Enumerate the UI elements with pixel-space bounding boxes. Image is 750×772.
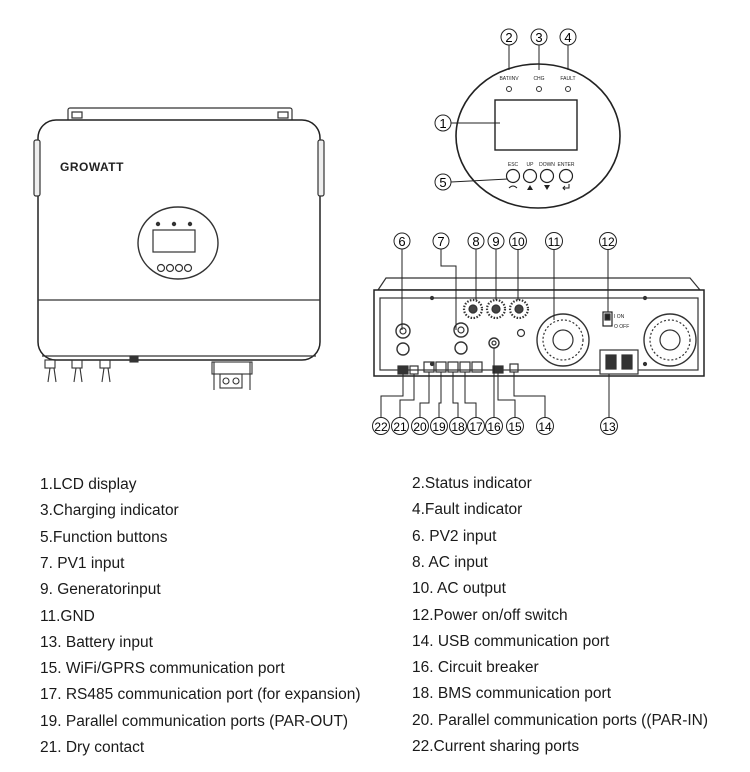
svg-text:16: 16 (487, 420, 501, 434)
svg-text:15: 15 (508, 420, 522, 434)
svg-text:10: 10 (511, 235, 525, 249)
legend-item-17: 17. RS485 communication port (for expans… (40, 686, 361, 703)
callout-9: 9 (487, 232, 505, 250)
switch-on-label: I ON (614, 314, 625, 320)
callout-11: 11 (545, 232, 563, 250)
legend-item-12: 12.Power on/off switch (412, 607, 568, 624)
switch-labels: I ON O OFF (614, 314, 629, 330)
esc-button (505, 168, 521, 184)
callout-22: 22 (372, 417, 390, 435)
callout-19: 19 (430, 417, 448, 435)
esc-label: ESC (508, 162, 519, 168)
legend-item-11: 11.GND (40, 608, 95, 625)
legend-item-14: 14. USB communication port (412, 633, 610, 650)
svg-text:18: 18 (451, 420, 465, 434)
lcd-screen (494, 99, 578, 151)
svg-text:14: 14 (538, 420, 552, 434)
brand-logo: GROWATT (60, 160, 124, 174)
down-button (539, 168, 555, 184)
callout-4: 4 (559, 28, 577, 46)
svg-text:20: 20 (413, 420, 427, 434)
chg-label: CHG (533, 76, 544, 82)
legend-item-6: 6. PV2 input (412, 528, 497, 545)
switch-off-label: O OFF (614, 324, 629, 330)
callout-5: 5 (434, 173, 452, 191)
up-arrow-icon (527, 185, 533, 190)
bat-inv-label: BAT/INV (499, 76, 519, 82)
svg-text:11: 11 (548, 235, 561, 249)
svg-text:22: 22 (374, 420, 388, 434)
legend-item-5: 5.Function buttons (40, 529, 168, 546)
callout-7: 7 (432, 232, 450, 250)
legend-item-7: 7. PV1 input (40, 555, 125, 572)
legend-item-15: 15. WiFi/GPRS communication port (40, 660, 285, 677)
control-panel-detail: BAT/INV CHG FAULT ESC UP DOWN ENTER (455, 63, 621, 209)
svg-text:7: 7 (437, 234, 444, 249)
legend-item-4: 4.Fault indicator (412, 501, 523, 518)
charging-led (536, 86, 542, 92)
callout-10: 10 (509, 232, 527, 250)
svg-text:17: 17 (469, 420, 483, 434)
up-label: UP (527, 162, 535, 168)
back-arrow-icon (508, 185, 518, 189)
front-view (33, 107, 325, 390)
legend-item-20: 20. Parallel communication ports ((PAR-I… (412, 712, 709, 729)
legend-item-18: 18. BMS communication port (412, 685, 612, 702)
svg-text:5: 5 (439, 175, 446, 190)
down-arrow-icon (544, 185, 550, 190)
legend-item-1: 1.LCD display (40, 476, 137, 493)
legend-item-16: 16. Circuit breaker (412, 659, 539, 676)
enter-label: ENTER (558, 162, 575, 168)
callout-18: 18 (449, 417, 467, 435)
callout-14: 14 (536, 417, 554, 435)
svg-text:12: 12 (601, 235, 615, 249)
legend-item-8: 8. AC input (412, 554, 488, 571)
enter-button (558, 168, 574, 184)
legend-item-13: 13. Battery input (40, 634, 153, 651)
leader-lines (380, 45, 610, 418)
callout-12: 12 (599, 232, 617, 250)
callout-2: 2 (500, 28, 518, 46)
svg-text:2: 2 (505, 30, 512, 45)
fault-label: FAULT (560, 76, 575, 82)
inverter-diagram: GROWATT BAT/INV CHG FAULT ESC UP DOWN EN… (33, 28, 705, 435)
legend-item-22: 22.Current sharing ports (412, 738, 580, 755)
callout-16: 16 (485, 417, 503, 435)
callout-3: 3 (530, 28, 548, 46)
fault-led (565, 86, 571, 92)
callout-15: 15 (506, 417, 524, 435)
callout-8: 8 (467, 232, 485, 250)
svg-text:19: 19 (432, 420, 446, 434)
callout-21: 21 (391, 417, 409, 435)
legend-item-3: 3.Charging indicator (40, 502, 179, 519)
down-label: DOWN (539, 162, 555, 168)
svg-text:9: 9 (492, 234, 499, 249)
bottom-view (373, 277, 705, 377)
callout-1: 1 (434, 114, 452, 132)
svg-text:6: 6 (398, 234, 405, 249)
callout-6: 6 (393, 232, 411, 250)
callout-17: 17 (467, 417, 485, 435)
callout-13: 13 (600, 417, 618, 435)
component-legend: 1.LCD display 2.Status indicator 3.Charg… (0, 470, 750, 770)
callout-20: 20 (411, 417, 429, 435)
svg-text:21: 21 (393, 420, 407, 434)
cooling-fans (536, 313, 697, 367)
callout-markers: 2 3 4 1 5 6 7 8 9 10 11 12 22 21 20 19 1… (372, 28, 618, 435)
svg-text:1: 1 (439, 116, 446, 131)
legend-item-10: 10. AC output (412, 580, 506, 597)
svg-text:13: 13 (602, 420, 616, 434)
up-button (522, 168, 538, 184)
svg-text:3: 3 (535, 30, 542, 45)
status-led (506, 86, 512, 92)
enter-arrow-icon (562, 184, 570, 191)
svg-text:8: 8 (472, 234, 479, 249)
svg-text:4: 4 (564, 30, 571, 45)
legend-item-9: 9. Generatorinput (40, 581, 161, 598)
legend-item-19: 19. Parallel communication ports (PAR-OU… (40, 713, 349, 730)
legend-item-21: 21. Dry contact (40, 739, 145, 756)
legend-item-2: 2.Status indicator (412, 475, 532, 492)
